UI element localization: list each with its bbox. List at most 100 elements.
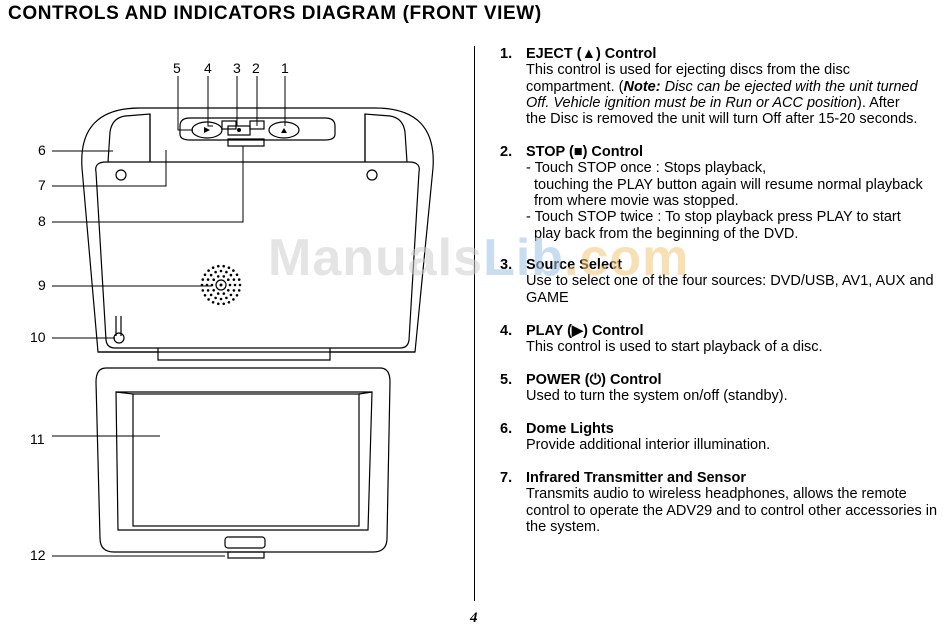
grille-dot <box>227 278 230 282</box>
item-number: 1. <box>500 46 513 62</box>
grille-dot <box>222 292 226 295</box>
column-divider <box>474 46 475 601</box>
grille-dot <box>228 283 232 287</box>
callout-8: 8 <box>38 213 46 229</box>
screw-right <box>366 169 378 181</box>
callout-1: 1 <box>281 60 289 76</box>
source-button <box>227 125 251 136</box>
grille-dot <box>222 264 225 268</box>
grille-dot <box>238 283 242 287</box>
item-number: 4. <box>500 323 513 339</box>
item-description-line: GAME <box>526 289 569 306</box>
grille-dot <box>225 270 228 274</box>
grille-dot <box>207 298 210 301</box>
item-description-line: the Disc is removed the unit will turn O… <box>526 111 918 128</box>
grille-dot <box>233 283 237 287</box>
grille-dot <box>207 269 210 272</box>
watermark: ManualsLib.com <box>268 229 690 287</box>
dome-light-left <box>107 113 151 163</box>
item-description-line: - Touch STOP twice : To stop playback pr… <box>526 209 901 226</box>
item-title: EJECT (▲) Control <box>526 46 657 62</box>
dome-light-right <box>364 113 408 163</box>
grille-dot <box>201 289 205 292</box>
page-title: CONTROLS AND INDICATORS DIAGRAM (FRONT V… <box>8 3 542 24</box>
item-description-line: - Touch STOP once : Stops playback, <box>526 160 767 177</box>
callout-10: 10 <box>30 329 46 345</box>
callout-9: 9 <box>38 277 46 293</box>
item-number: 7. <box>500 470 513 486</box>
front-view-diagram: 5 4 3 2 1 6 7 8 9 10 11 12 <box>30 60 434 563</box>
item-description-line: Off. Vehicle ignition must be in Run or … <box>526 94 900 111</box>
item-title: Infrared Transmitter and Sensor <box>526 470 746 486</box>
item-description-line: Use to select one of the four sources: D… <box>526 273 934 290</box>
item-description-line: play back from the beginning of the DVD. <box>534 225 799 242</box>
grille-dot <box>232 278 236 281</box>
item-description-line: Provide additional interior illumination… <box>526 437 771 454</box>
light-switch <box>113 332 125 344</box>
item-title: POWER (⏻) Control <box>526 372 662 388</box>
item-number: 2. <box>500 144 513 160</box>
grille-dot <box>222 302 225 306</box>
item-description-line: control to operate the ADV29 and to cont… <box>526 502 938 519</box>
grille-dot <box>225 296 228 300</box>
grille-dot <box>232 298 235 301</box>
grille-dot <box>209 293 213 297</box>
grille-dot <box>203 273 207 277</box>
callout-2: 2 <box>252 60 260 76</box>
grille-dot <box>227 301 231 304</box>
grille-dot <box>219 297 223 301</box>
item-description-line: the system. <box>526 518 601 535</box>
callout-6: 6 <box>38 142 46 158</box>
grille-dot <box>237 278 241 281</box>
speaker-grille <box>200 264 242 306</box>
item-title: PLAY (▶) Control <box>526 323 644 339</box>
grille-dot <box>237 289 241 292</box>
grille-dot <box>216 275 220 278</box>
eject-button <box>268 121 300 139</box>
item-description-line: compartment. (Note: Disc can be ejected … <box>526 78 918 95</box>
callout-4: 4 <box>204 60 212 76</box>
lcd-screen <box>132 393 360 527</box>
grille-dot <box>232 269 235 272</box>
grille-dot <box>203 294 207 297</box>
grille-dot <box>217 302 220 306</box>
control-bar <box>179 117 336 141</box>
play-button <box>221 120 237 130</box>
page-number: 4 <box>470 610 478 626</box>
item-title: STOP (■) Control <box>526 144 643 160</box>
item-description-line: Used to turn the system on/off (standby)… <box>526 388 788 405</box>
callout-3: 3 <box>233 60 241 76</box>
grille-dot <box>235 273 239 277</box>
item-title: Source Select <box>526 257 622 273</box>
callout-7: 7 <box>38 177 46 193</box>
grille-dot <box>209 273 213 277</box>
grille-dot <box>211 266 215 270</box>
item-number: 3. <box>500 257 513 273</box>
monitor-housing <box>95 367 391 553</box>
item-description-line: This control is used for ejecting discs … <box>526 62 850 79</box>
monitor-bezel <box>115 391 373 531</box>
grille-dot <box>222 275 226 278</box>
item-title: Dome Lights <box>526 421 614 437</box>
screw-left <box>115 169 127 181</box>
item-description-line: Transmits audio to wireless headphones, … <box>526 486 907 503</box>
grille-dot <box>212 289 215 292</box>
grille-dot <box>232 289 236 292</box>
grille-dot <box>206 278 210 281</box>
grille-dot <box>219 269 223 273</box>
grille-dot <box>212 278 215 282</box>
callout-12: 12 <box>30 547 46 563</box>
callout-11: 11 <box>30 431 45 447</box>
inner-panel <box>95 161 420 349</box>
callout-5: 5 <box>173 60 181 76</box>
grille-dot <box>214 296 217 300</box>
grille-dot <box>216 292 220 295</box>
item-number: 6. <box>500 421 513 437</box>
latch <box>224 536 266 549</box>
upper-housing <box>81 107 434 353</box>
grille-dot <box>227 289 230 292</box>
hinge <box>157 348 331 361</box>
grille-dot <box>229 273 233 277</box>
grille-dot <box>227 266 231 270</box>
grille-dot <box>211 301 215 304</box>
